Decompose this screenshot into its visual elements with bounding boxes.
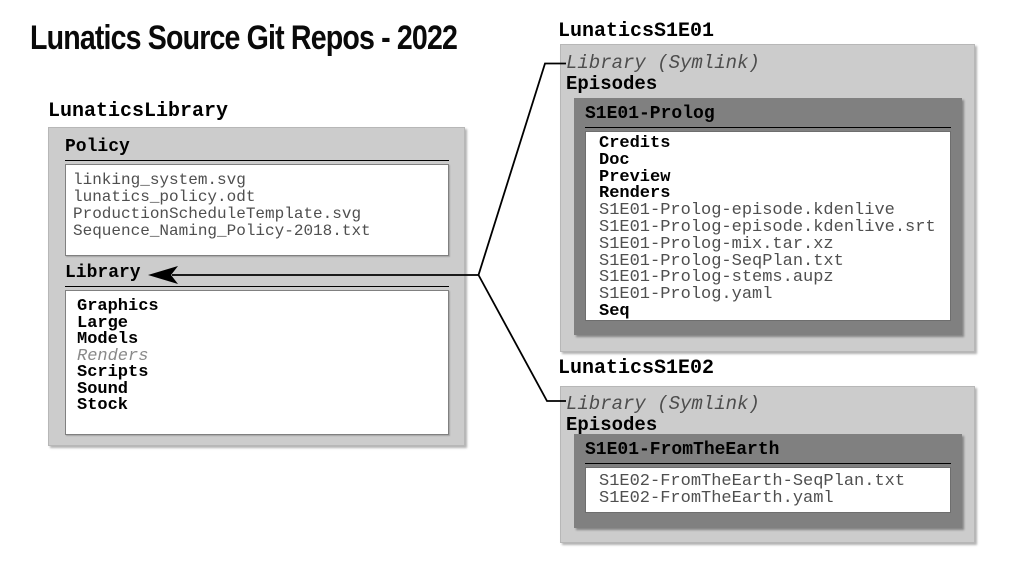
library-symlink-label-s1e01: Library (Symlink) bbox=[566, 52, 760, 74]
repo-box-lunatics-s1e02: Library (Symlink) Episodes S1E01-FromThe… bbox=[560, 386, 975, 543]
section-label-policy: Policy bbox=[65, 137, 449, 161]
list-item-file: ProductionScheduleTemplate.svg bbox=[73, 205, 362, 223]
list-item-dir: Large bbox=[77, 313, 129, 333]
list-item-dir: Credits bbox=[599, 134, 671, 153]
list-item-file: S1E01-Prolog-SeqPlan.txt bbox=[599, 251, 844, 271]
list-item-file: S1E02-FromTheEarth-SeqPlan.txt bbox=[599, 472, 906, 491]
list-item-dir: Doc bbox=[599, 150, 630, 170]
list-item-dir: Renders bbox=[599, 184, 671, 204]
list-item-file: S1E01-Prolog-episode.kdenlive.srt bbox=[599, 217, 936, 237]
repo-title-lunatics-s1e01: LunaticsS1E01 bbox=[558, 20, 715, 43]
list-item-dir: Seq bbox=[599, 301, 630, 321]
list-item-dir: Models bbox=[77, 330, 139, 349]
list-item-file: lunatics_policy.odt bbox=[73, 188, 256, 206]
section-label-library: Library bbox=[65, 263, 449, 287]
repo-title-lunatics-library: LunaticsLibrary bbox=[48, 100, 229, 123]
list-item-dir: Stock bbox=[77, 396, 129, 415]
repo-title-lunatics-s1e02: LunaticsS1E02 bbox=[558, 357, 715, 380]
episode-box-s1e02-fromtheearth: S1E01-FromTheEarth S1E02-FromTheEarth-Se… bbox=[574, 434, 962, 528]
list-item-ignored: Renders bbox=[77, 346, 149, 366]
episodes-label-s1e01: Episodes bbox=[566, 73, 658, 95]
list-item-dir: Scripts bbox=[77, 363, 149, 382]
list-item-file: S1E01-Prolog.yaml bbox=[599, 285, 773, 305]
list-item-file: S1E01-Prolog-mix.tar.xz bbox=[599, 234, 834, 254]
connector-from-s1e02-symlink bbox=[477, 274, 566, 402]
list-item-file: S1E02-FromTheEarth.yaml bbox=[599, 489, 834, 508]
episode-label-s1e02-fromtheearth: S1E01-FromTheEarth bbox=[585, 441, 951, 464]
list-item-file: S1E01-Prolog-episode.kdenlive bbox=[599, 201, 895, 221]
list-item-dir: Sound bbox=[77, 379, 129, 399]
diagram-title: Lunatics Source Git Repos - 2022 bbox=[30, 19, 458, 57]
list-item-file: linking_system.svg bbox=[73, 171, 246, 189]
episodes-label-s1e02: Episodes bbox=[566, 414, 658, 436]
list-item-file: S1E01-Prolog-stems.aupz bbox=[599, 268, 834, 288]
list-item-dir: Graphics bbox=[77, 297, 159, 316]
episode-label-s1e01-prolog: S1E01-Prolog bbox=[585, 105, 951, 128]
connector-from-s1e01-symlink bbox=[477, 62, 566, 276]
list-item-dir: Preview bbox=[599, 167, 671, 187]
list-item-file: Sequence_Naming_Policy-2018.txt bbox=[73, 222, 371, 240]
repo-box-lunatics-s1e01: Library (Symlink) Episodes S1E01-Prolog … bbox=[560, 44, 975, 352]
library-symlink-label-s1e02: Library (Symlink) bbox=[566, 393, 760, 415]
